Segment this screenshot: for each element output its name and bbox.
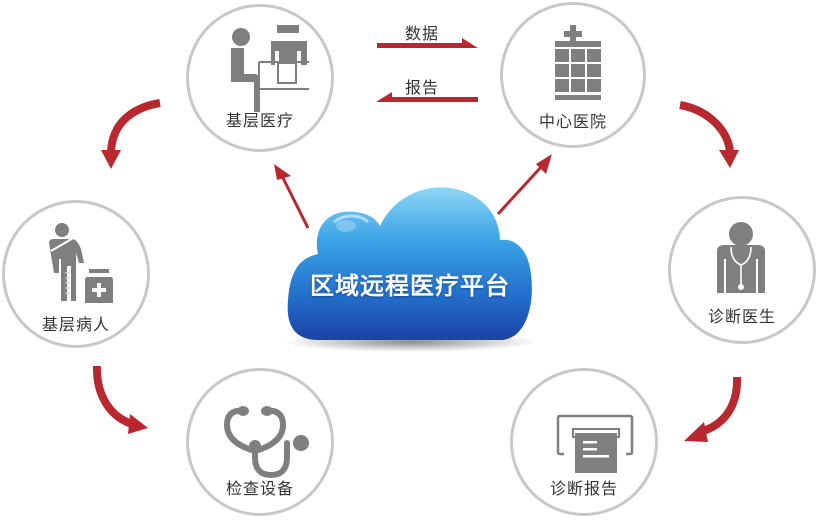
report-flow-arrow — [376, 92, 478, 102]
stethoscope-icon — [223, 406, 309, 479]
node-central-hospital: 中心医院 — [500, 2, 646, 148]
platform-title: 区域远程医疗平台 — [310, 272, 510, 300]
doctor-stethoscope-icon — [717, 222, 765, 293]
hospital-building-icon — [555, 25, 601, 100]
node-label: 基层病人 — [41, 315, 110, 334]
node-label: 基层医疗 — [225, 111, 294, 130]
injured-patient-icon — [49, 223, 113, 303]
curved-arrow-patient-to-equipment — [92, 365, 148, 434]
node-label: 检查设备 — [225, 479, 294, 498]
cloud-icon — [282, 187, 538, 352]
node-primary-care: 基层医疗 — [186, 4, 334, 152]
curved-arrow-hospital-to-doctor — [679, 101, 739, 168]
data-flow-arrow — [377, 38, 478, 48]
node-label: 诊断报告 — [549, 479, 618, 498]
node-diagnosing-doctor: 诊断医生 — [668, 196, 816, 344]
doctor-consultation-icon — [231, 25, 309, 112]
arrow-cloud-to-hospital — [496, 154, 552, 216]
report-flow-label: 报告 — [405, 78, 440, 97]
arrow-cloud-to-primary-care — [274, 164, 310, 229]
node-label: 中心医院 — [538, 112, 607, 131]
node-diagnosis-report: 诊断报告 — [510, 368, 658, 516]
data-flow-label: 数据 — [405, 24, 440, 43]
node-primary-patient: 基层病人 — [2, 200, 150, 348]
printer-report-icon — [556, 414, 634, 473]
curved-arrow-primary-care-to-patient — [101, 99, 161, 169]
curved-arrow-doctor-to-report — [684, 376, 742, 442]
node-exam-equipment: 检查设备 — [186, 368, 334, 516]
node-label: 诊断医生 — [707, 307, 776, 326]
